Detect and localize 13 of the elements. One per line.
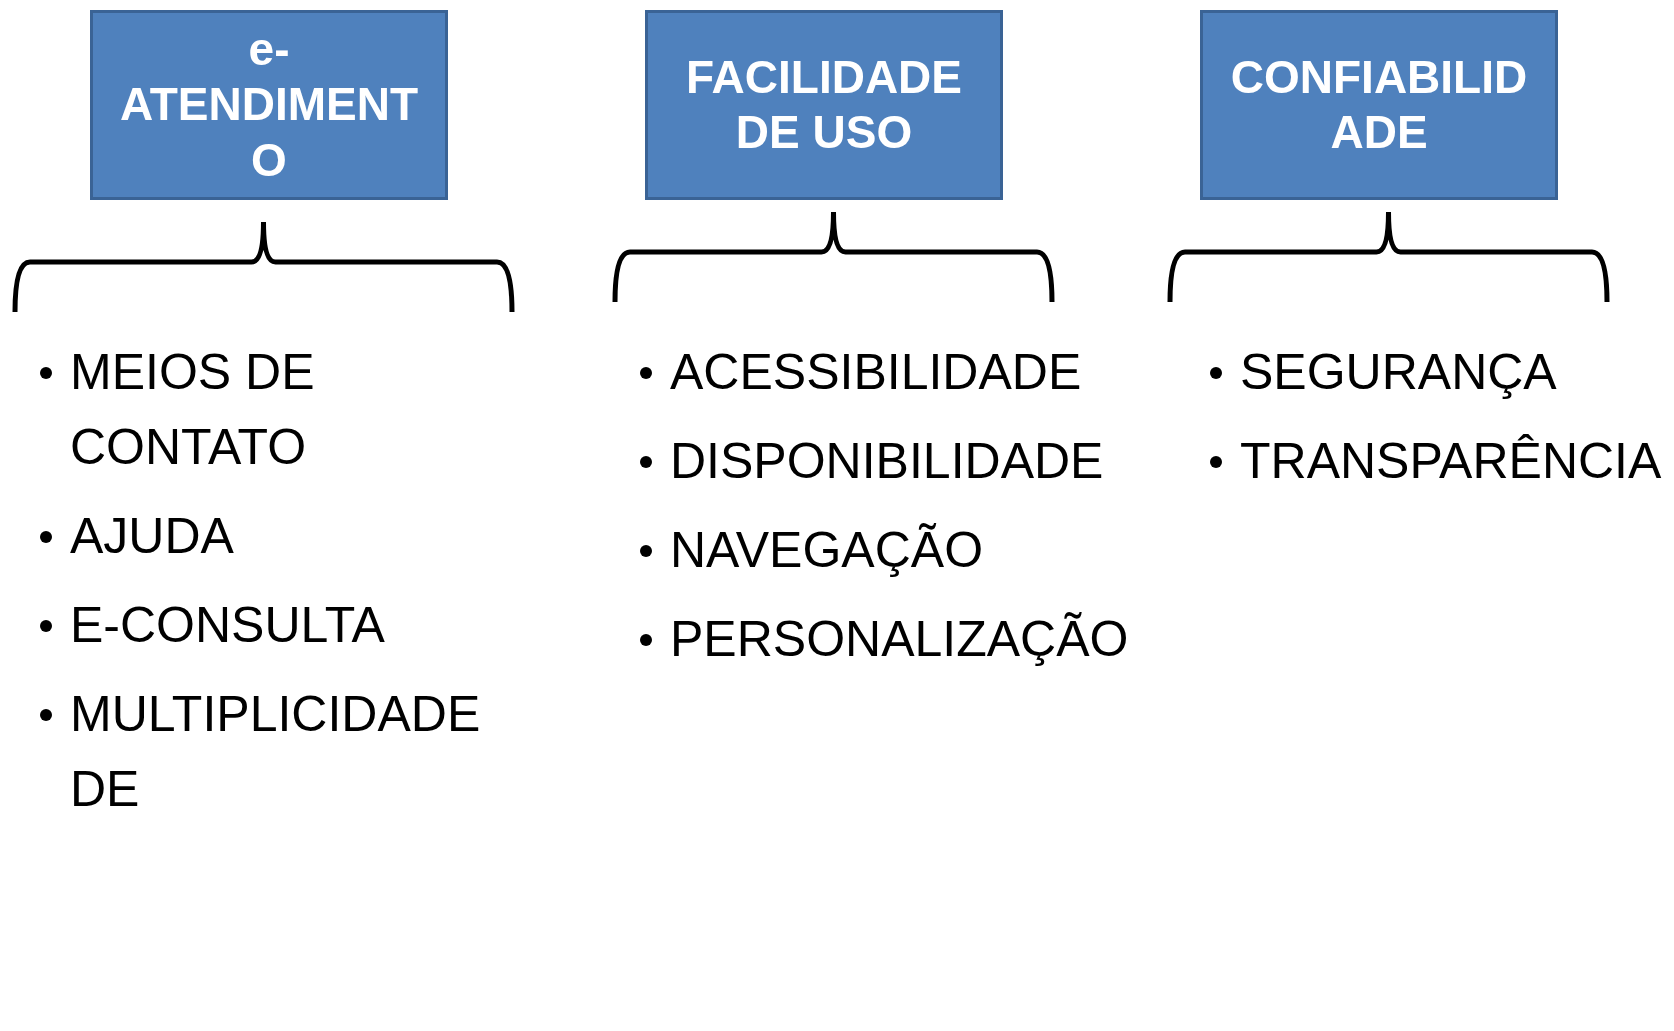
list-item: TRANSPARÊNCIA bbox=[1240, 433, 1662, 489]
heading-box: CONFIABILIDADE bbox=[1200, 10, 1558, 200]
list-item: ACESSIBILIDADE bbox=[670, 344, 1082, 400]
list-item: E-CONSULTA bbox=[70, 597, 385, 653]
heading-box: e-ATENDIMENTO bbox=[90, 10, 448, 200]
list-item: NAVEGAÇÃO bbox=[670, 522, 984, 578]
list-item: DISPONIBILIDADE bbox=[670, 433, 1104, 489]
list-item: MEIOS DE CONTATO bbox=[70, 344, 315, 475]
list-item: AJUDA bbox=[70, 508, 234, 564]
list-item: PERSONALIZAÇÃO bbox=[670, 611, 1129, 667]
list-item: SEGURANÇA bbox=[1240, 344, 1557, 400]
heading-box: FACILIDADE DE USO bbox=[645, 10, 1003, 200]
list-item: MULTIPLICIDADE DE bbox=[70, 686, 481, 817]
